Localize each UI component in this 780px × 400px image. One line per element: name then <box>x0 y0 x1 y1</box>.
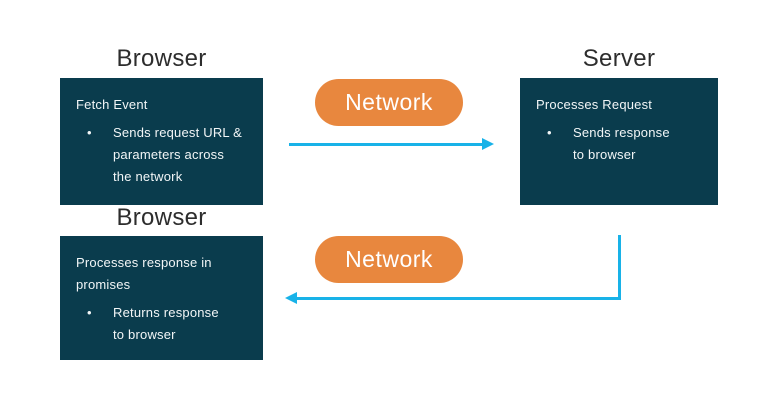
server-title: Server <box>582 45 656 72</box>
server-box: Processes Request • Sends response to br… <box>520 78 718 205</box>
browser-1-box: Fetch Event • Sends request URL & parame… <box>60 78 263 205</box>
browser-2-bullet-text: Returns response to browser <box>113 305 219 342</box>
bullet-icon: • <box>87 125 92 140</box>
left-arrowhead-icon <box>285 292 297 304</box>
response-arrow-vertical-line <box>618 235 621 300</box>
server-bullet-text: Sends response to browser <box>573 125 670 162</box>
response-arrow-horizontal-line <box>297 297 621 300</box>
server-heading: Processes Request <box>536 97 653 112</box>
request-arrow-line <box>289 143 483 146</box>
browser-2-title: Browser <box>116 204 207 231</box>
browser-2-box: Processes response in promises • Returns… <box>60 236 263 360</box>
browser-2-heading: Processes response in promises <box>76 255 212 292</box>
browser-1-bullet-text: Sends request URL & parameters across th… <box>113 125 243 184</box>
browser-1-heading: Fetch Event <box>76 97 148 112</box>
right-arrowhead-icon <box>482 138 494 150</box>
browser-1-title: Browser <box>116 45 207 72</box>
network-pill-response: Network <box>315 236 463 283</box>
network-pill-request: Network <box>315 79 463 126</box>
bullet-icon: • <box>87 305 92 320</box>
bullet-icon: • <box>547 125 552 140</box>
server-bullet-row: • Sends response to browser <box>536 122 704 166</box>
browser-1-bullet-row: • Sends request URL & parameters across … <box>76 122 249 188</box>
browser-2-bullet-row: • Returns response to browser <box>76 302 249 346</box>
